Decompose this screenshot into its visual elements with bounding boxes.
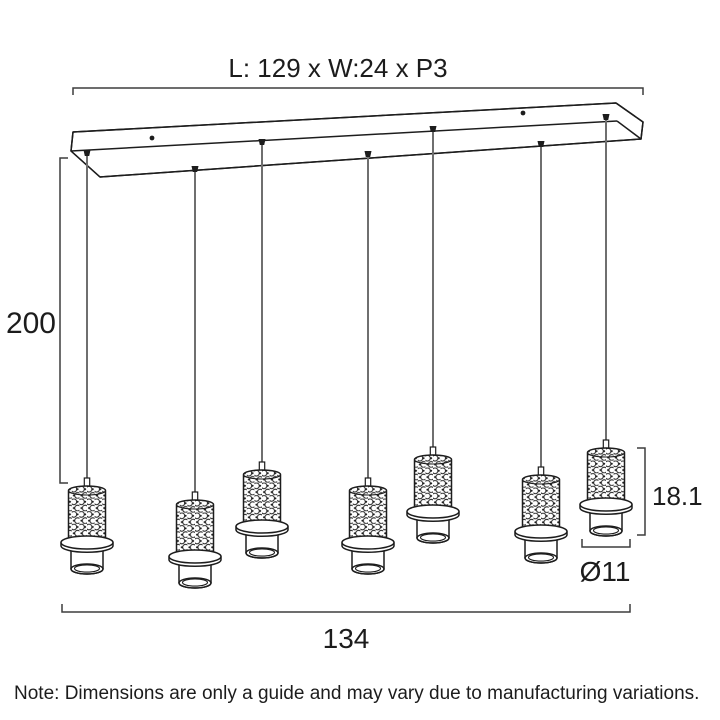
pendant-1 (60, 477, 114, 575)
pendant-lamps (60, 439, 633, 589)
shade-diameter-dimension-line (581, 539, 631, 548)
suspension-cords (83, 114, 610, 492)
pendant-2 (168, 491, 222, 589)
shade-height-dimension-line (637, 447, 646, 536)
cord-5 (429, 126, 437, 447)
pendant-3 (235, 461, 289, 559)
overall-length-dimension-line (61, 604, 631, 613)
cord-2 (191, 166, 199, 492)
cord-4 (364, 151, 372, 478)
canopy-length-dimension-line (72, 87, 644, 95)
pendant-6 (514, 466, 568, 564)
manufacturing-note: Note: Dimensions are only a guide and ma… (14, 683, 699, 704)
canopy-size-label: L: 129 x W:24 x P3 (228, 53, 447, 83)
canopy-screw-dot (149, 135, 155, 141)
cord-1 (83, 150, 91, 478)
cord-3 (258, 139, 266, 462)
pendant-7 (579, 439, 633, 537)
cord-6 (537, 141, 545, 467)
drop-height-label: 200 (6, 307, 56, 340)
shade-diameter-label: Ø11 (580, 556, 631, 587)
canopy-screw-dot (520, 110, 526, 116)
overall-length-label: 134 (323, 623, 370, 654)
drop-height-dimension-line (59, 157, 68, 484)
shade-height-label: 18.1 (652, 481, 703, 511)
cord-7 (602, 114, 610, 440)
ceiling-canopy (70, 102, 644, 178)
dimension-lines (59, 87, 646, 613)
pendant-4 (341, 477, 395, 575)
pendant-5 (406, 446, 460, 544)
